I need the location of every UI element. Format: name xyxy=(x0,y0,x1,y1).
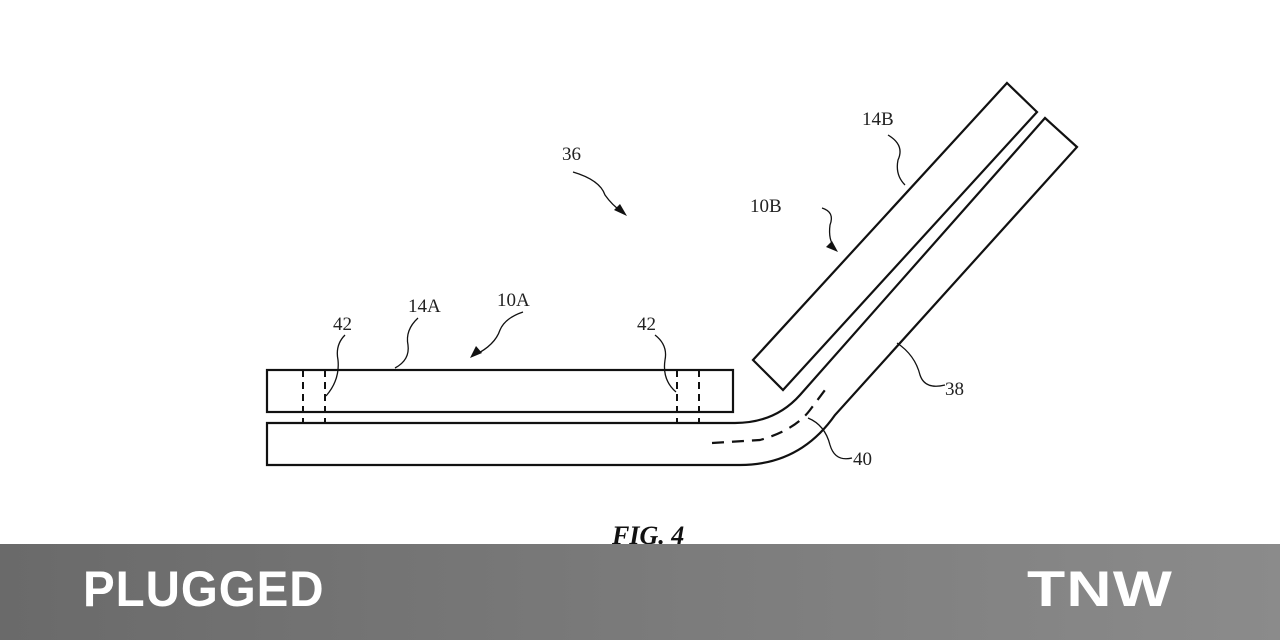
tnw-logo[interactable]: TNW xyxy=(1027,561,1174,617)
label-36: 36 xyxy=(562,144,581,165)
hinge-38-body xyxy=(265,116,1079,467)
arrowheads xyxy=(470,204,838,358)
brand-banner: PLUGGED TNW xyxy=(0,544,1280,640)
label-10a: 10A xyxy=(497,290,530,311)
label-38: 38 xyxy=(945,379,964,400)
label-14a: 14A xyxy=(408,296,441,317)
label-14b: 14B xyxy=(862,109,894,130)
patent-figure: 36 14B 10B 42 14A 10A 42 38 40 FIG. 4 xyxy=(265,81,1079,544)
magnet-42-dashes xyxy=(302,370,700,423)
label-40: 40 xyxy=(853,449,872,470)
label-10b: 10B xyxy=(750,196,782,217)
flex-path-40-dashes xyxy=(711,389,826,445)
label-42-left: 42 xyxy=(333,314,352,335)
device-10a-body xyxy=(265,368,735,414)
plugged-logo[interactable]: PLUGGED xyxy=(83,561,325,617)
label-42-right: 42 xyxy=(637,314,656,335)
figure-caption: FIG. 4 xyxy=(611,521,684,544)
device-10b-body xyxy=(751,81,1039,392)
